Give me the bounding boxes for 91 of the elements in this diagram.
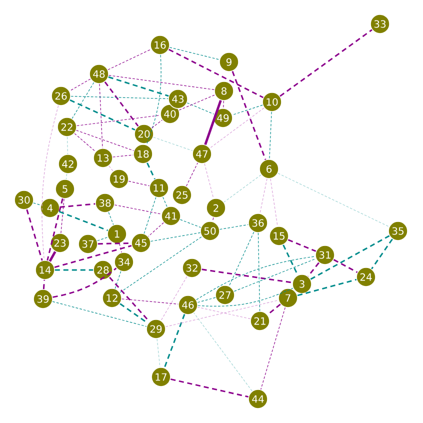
connector-line — [186, 102, 214, 114]
connector-line — [212, 217, 214, 222]
connector-line — [144, 197, 156, 234]
connector-line — [223, 100, 224, 108]
connector-line — [146, 54, 162, 146]
connector-line — [194, 312, 252, 392]
connector-line — [198, 288, 294, 307]
connector-line — [97, 236, 108, 242]
connector-line — [60, 203, 96, 208]
connector-line — [258, 232, 260, 312]
connector-line — [260, 307, 286, 390]
connector-line — [224, 174, 262, 202]
connector-line — [70, 96, 168, 100]
connector-line — [180, 219, 202, 228]
connector-line — [156, 338, 160, 368]
connector-line — [69, 78, 91, 92]
connector-line — [310, 235, 390, 280]
connector-line — [108, 166, 114, 172]
connector-line — [178, 94, 216, 110]
connector-line — [162, 196, 168, 208]
connector-line — [99, 84, 103, 148]
connector-line — [109, 276, 150, 322]
connector-line — [60, 198, 64, 234]
connector-line — [104, 81, 139, 127]
connector-line — [146, 162, 156, 180]
connector-line — [234, 258, 316, 292]
connector-line — [170, 378, 249, 398]
connector-line — [278, 172, 390, 228]
connector-line — [108, 212, 114, 226]
connector-line — [210, 108, 264, 148]
connector-line — [204, 163, 214, 199]
connector-line — [42, 280, 46, 290]
connector-line — [169, 47, 220, 60]
connector-line — [232, 104, 263, 116]
connector-line — [232, 71, 266, 160]
connector-line — [288, 239, 316, 252]
connector-line — [76, 114, 160, 126]
connector-line — [196, 256, 316, 300]
connector-line — [72, 82, 94, 119]
connector-line — [219, 224, 249, 230]
connector-line — [54, 244, 132, 268]
connector-line — [114, 204, 162, 214]
connector-line — [48, 251, 56, 262]
connector-line — [333, 259, 358, 273]
connector-line — [269, 112, 272, 160]
connector-line — [119, 243, 122, 253]
connector-line — [74, 133, 96, 152]
connector-line — [114, 271, 122, 289]
connector-line — [153, 136, 193, 152]
connector-line — [46, 198, 64, 261]
connector-line — [108, 76, 169, 97]
connector-line — [120, 303, 148, 324]
connector-line — [164, 314, 186, 368]
connector-line — [108, 48, 152, 70]
connector-line — [197, 306, 251, 320]
connector-line — [108, 75, 214, 90]
connector-line — [54, 269, 94, 271]
connector-line — [70, 99, 136, 131]
connector-line — [148, 222, 164, 237]
connector-line — [66, 136, 68, 154]
connector-line — [120, 236, 202, 293]
connector-line — [26, 209, 43, 261]
connector-line — [270, 178, 278, 227]
connector-line — [66, 174, 68, 180]
connector-line — [98, 242, 132, 245]
connector-line — [152, 120, 162, 128]
connector-line — [197, 297, 216, 303]
connector-line — [228, 232, 254, 286]
connector-line — [33, 202, 41, 206]
connector-line — [128, 180, 150, 186]
connector-line — [76, 130, 134, 151]
connector-line — [260, 178, 268, 214]
connector-line — [280, 29, 372, 97]
connector-line — [150, 232, 201, 242]
connector-line — [112, 154, 134, 158]
connector-line — [282, 244, 298, 276]
connector-line — [52, 301, 147, 327]
connector-line — [165, 300, 279, 328]
connector-line — [52, 268, 117, 298]
connector-line — [308, 262, 320, 277]
connector-line — [204, 100, 222, 146]
connector-line — [122, 298, 178, 304]
connector-line — [58, 210, 108, 232]
connector-line — [42, 105, 59, 260]
connector-line — [160, 276, 188, 321]
connector-line — [371, 238, 393, 270]
connector-line — [186, 162, 198, 186]
connector-line — [202, 268, 292, 284]
connector-line — [297, 278, 357, 296]
connector-line — [168, 48, 264, 98]
connector-line — [267, 304, 281, 316]
